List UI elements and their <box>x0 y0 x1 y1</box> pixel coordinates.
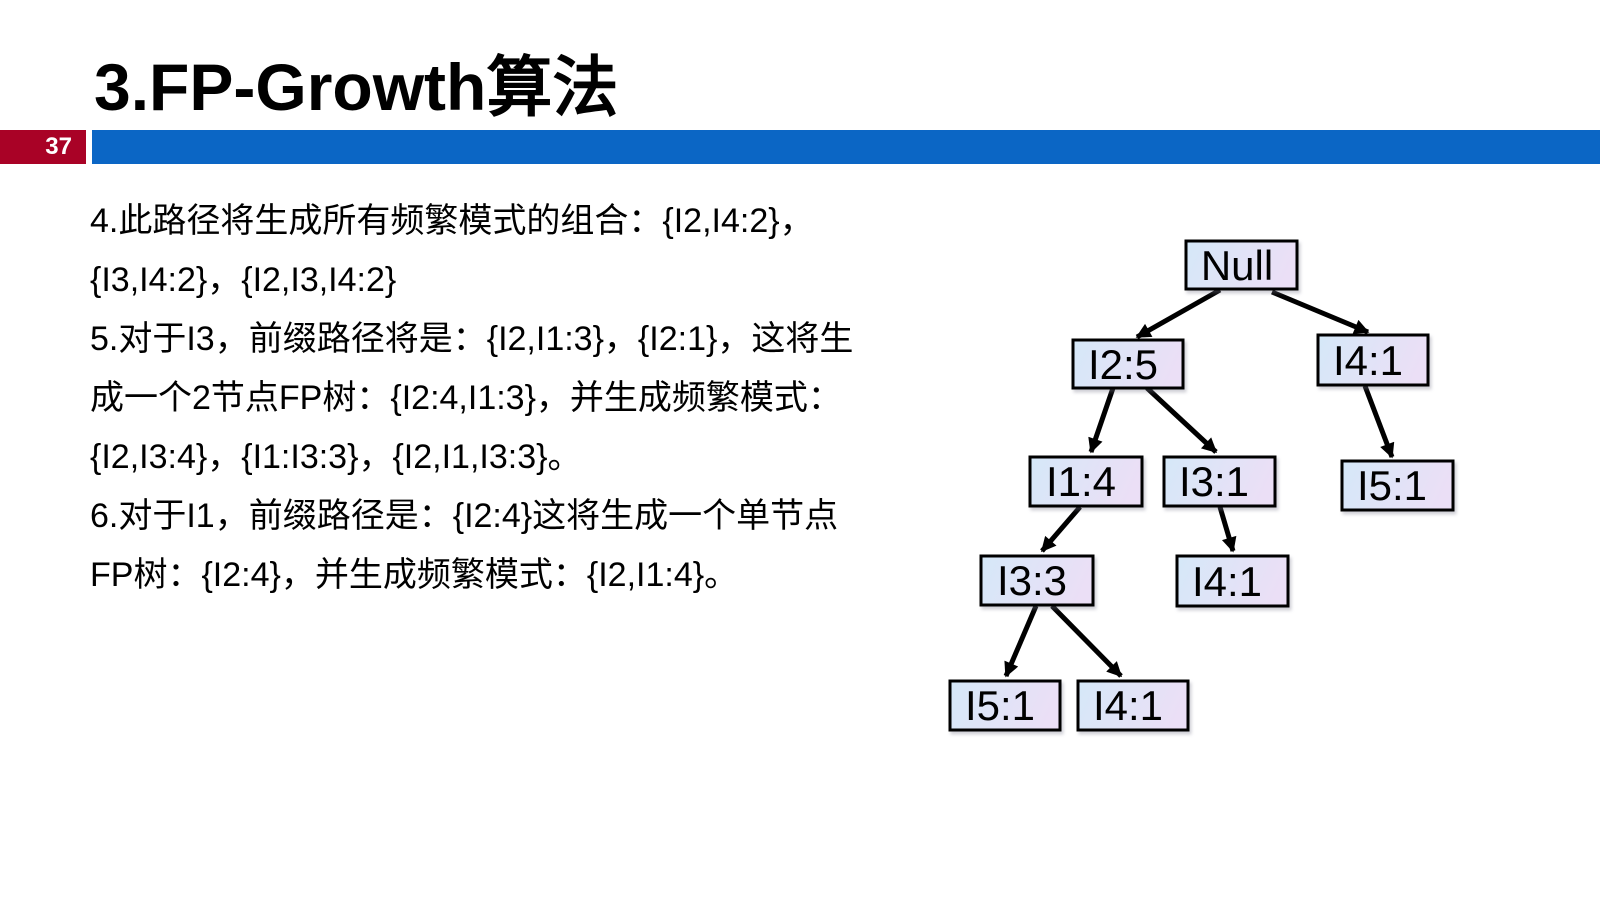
page-title: 3.FP-Growth算法 <box>94 50 619 124</box>
page-number-badge: 37 <box>0 130 86 164</box>
tree-node-label: I2:5 <box>1088 341 1158 388</box>
edge-i2-i1 <box>1088 387 1116 454</box>
tree-node-i4-1-mid: I4:1 <box>1175 554 1290 608</box>
edge-i33-i5 <box>1003 605 1039 678</box>
tree-node-i1-4: I1:4 <box>1028 455 1144 508</box>
tree-node-label: I1:4 <box>1046 458 1116 505</box>
tree-node-label: I3:1 <box>1179 458 1249 505</box>
fp-tree-diagram: Null I2:5 I4:1 I1:4 I3:1 I5:1 I3:3 I4:1 <box>900 220 1500 760</box>
body-paragraph: 4.此路径将生成所有频繁模式的组合：{I2,I4:2}， {I3,I4:2}，{… <box>90 192 854 605</box>
body-line: {I3,I4:2}，{I2,I3,I4:2} <box>90 261 397 299</box>
body-line: 4.此路径将生成所有频繁模式的组合：{I2,I4:2}， <box>90 202 814 240</box>
tree-node-label: I4:1 <box>1192 558 1262 605</box>
edge-i33-i4 <box>1050 604 1123 678</box>
body-line: FP树：{I2:4}，并生成频繁模式：{I2,I1:4}。 <box>90 556 739 594</box>
edge-i4-i5 <box>1362 385 1395 459</box>
edge-i3-i4 <box>1217 506 1237 553</box>
edge-i1-i3 <box>1040 505 1082 553</box>
tree-node-i2-5: I2:5 <box>1071 338 1185 390</box>
body-line: {I2,I3:4}，{I1:I3:3}，{I2,I1,I3:3}。 <box>90 438 582 476</box>
tree-node-i5-1-right: I5:1 <box>1340 459 1455 512</box>
body-line: 5.对于I3，前缀路径将是：{I2,I1:3}，{I2:1}，这将生 <box>90 320 854 358</box>
header-accent-bar <box>92 130 1600 164</box>
tree-node-i4-1-bottom: I4:1 <box>1076 679 1190 732</box>
tree-node-i3-1: I3:1 <box>1162 455 1277 508</box>
tree-node-null: Null <box>1184 239 1299 291</box>
edge-null-i2 <box>1135 287 1222 340</box>
edge-i2-i3 <box>1145 386 1218 454</box>
tree-node-label: I4:1 <box>1333 337 1403 384</box>
tree-node-label: I5:1 <box>1357 462 1427 509</box>
tree-node-label: I4:1 <box>1093 682 1163 729</box>
tree-node-i5-1-bottom: I5:1 <box>948 679 1062 732</box>
tree-node-label: I5:1 <box>965 682 1035 729</box>
body-line: 6.对于I1，前缀路径是：{I2:4}这将生成一个单节点 <box>90 497 839 535</box>
edge-null-i4 <box>1271 289 1370 335</box>
tree-node-label: Null <box>1201 242 1273 289</box>
tree-node-i3-3: I3:3 <box>979 554 1095 607</box>
tree-node-label: I3:3 <box>997 557 1067 604</box>
tree-node-i4-1-top: I4:1 <box>1316 333 1430 387</box>
body-line: 成一个2节点FP树：{I2:4,I1:3}，并生成频繁模式： <box>90 379 842 417</box>
